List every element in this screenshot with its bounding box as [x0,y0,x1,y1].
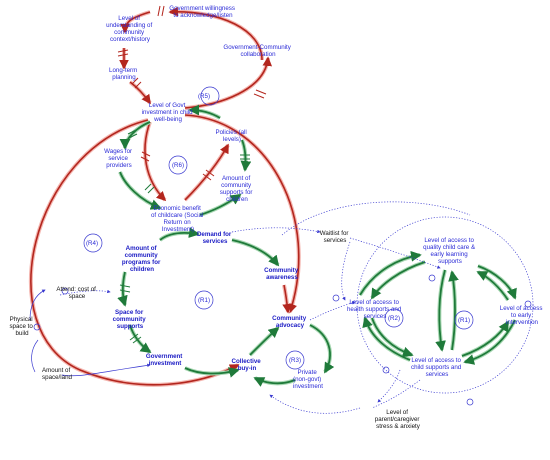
var-wages: Wages for service providers [104,148,134,169]
var-community-supports: Amount of community supports for childre… [220,175,254,203]
link-investment-to-economic [144,121,167,202]
link-private-to-buyin [253,377,296,387]
loop-label-r6: (R6) [172,162,184,169]
var-economic-benefit: Economic benefit of childcare (Social Re… [151,205,205,233]
var-space-supports: Space for community supports [113,309,148,330]
var-community-programs: Amount of community programs for childre… [122,245,162,273]
var-policies: Policies (all levels) [215,129,248,143]
loop-label-r3: (R3) [289,357,301,364]
green-links [117,104,517,387]
var-gov-willingness: Government willingness to acknowledge/li… [169,5,236,19]
var-gov-investment: Government investment [146,353,184,367]
link-programs-to-demand [159,227,200,241]
red-links [28,6,301,387]
delay-mark [157,5,165,17]
delay-mark [131,77,142,89]
link-childcare-to-early [477,265,517,300]
link-childcare-to-childsupports [435,269,446,352]
var-gov-community-collaboration: Government-Community collaboration [223,44,292,58]
link-wages-to-economic [119,171,162,210]
link-programs-space [117,271,128,307]
var-access-health: Level of access to health supports and s… [347,299,403,320]
var-community-awareness: Community awareness [264,267,300,281]
link-childcare-to-health [371,261,426,300]
link-willingness-to-understanding [120,11,151,34]
link-awareness-to-advocacy [282,284,292,314]
link-early-to-childsupports [463,319,516,365]
delay-marks [117,5,267,181]
link-buyin-to-advocacy [249,326,280,356]
loop-label-r4: (R4) [86,240,98,247]
link-health-to-childsupports [371,317,414,358]
var-parent-stress: Level of parent/caregiver stress & anxie… [375,409,421,430]
link-investment-to-wages [119,121,151,150]
var-private-investment: Private (non-govt) investment [293,369,323,390]
delay-mark [253,89,267,99]
link-investment-to-advocacy [184,114,300,314]
delay-mark [140,151,151,162]
link-economic-to-policies [184,143,229,201]
var-understanding: Level of understanding of community cont… [106,15,154,43]
var-attend-cost: Attend: cost of space [56,286,97,300]
link-health-to-childcare [359,250,422,296]
var-community-advocacy: Community advocacy [272,315,308,329]
link-investment-to-buyin [30,119,240,386]
link-childsupports-to-early [461,320,509,357]
link-childsupports-to-childcare [448,270,459,351]
link-economic-to-supports [199,194,242,216]
link-policies-to-investment [188,104,221,119]
loop-label-r5: (R5) [198,93,210,100]
var-long-term-planning: Long-term planning [109,67,139,81]
link-early-to-childcare [476,271,509,301]
loop-label-r2: (R2) [388,315,400,322]
loop-label-r1: (R1) [198,297,210,304]
var-access-child-supports: Level of access to child supports and se… [411,357,463,378]
var-physical-space: Physical space to build [9,316,34,337]
link-advocacy-to-private [309,324,335,374]
var-amount-space: Amount of space/land [42,367,72,381]
loop-indicators [33,86,532,406]
delay-mark [117,49,129,57]
green-hatch-marks [119,129,250,344]
var-collective-buyin: Collective buy-in [232,358,263,372]
link-demand-to-awareness [231,239,280,267]
var-access-early: Level of access to early intervention [500,305,544,326]
loop-label-r1-right: (R1) [458,317,470,324]
var-gov-investment-child: Level of Govt investment in child well-b… [142,102,195,123]
var-access-childcare: Level of access to quality child care & … [423,237,477,265]
link-collab-to-willingness [168,6,263,61]
link-govinvestment-to-buyin [184,367,240,378]
var-demand: Demand for services [197,231,233,245]
delay-mark [202,169,215,181]
var-waitlist: Waitlist for services [320,230,350,244]
